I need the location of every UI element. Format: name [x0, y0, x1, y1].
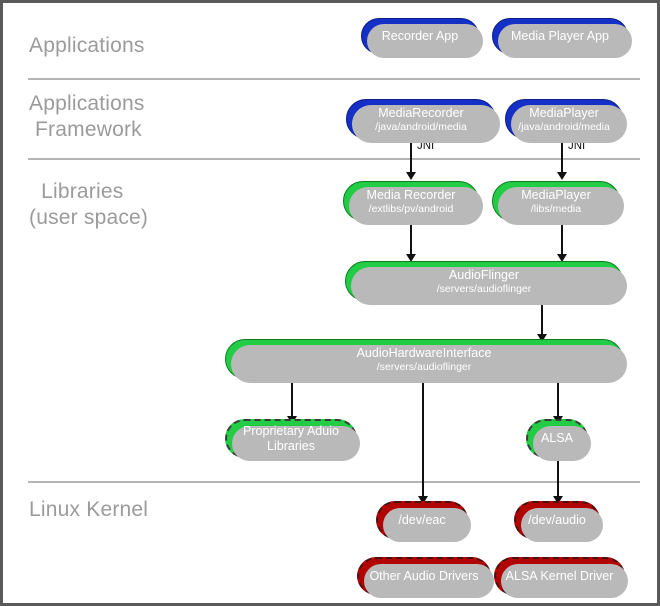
node-shadow: [383, 508, 471, 542]
node-subtitle: /servers/audioflinger: [376, 360, 472, 373]
node-mediarecorder-framework[interactable]: MediaRecorder /java/android/media: [346, 99, 500, 143]
layer-label-libraries: Libraries (user space): [29, 180, 149, 229]
edge-label-jni-left: JNI: [417, 140, 435, 152]
divider-linux-kernel: [28, 481, 640, 483]
node-alsa[interactable]: ALSA: [526, 419, 591, 461]
node-recorder-app[interactable]: Recorder App: [361, 18, 483, 58]
node-dev-eac[interactable]: /dev/eac: [376, 501, 471, 542]
arrowhead-audioflinger-to-ahi: [537, 334, 547, 342]
node-shadow: [231, 345, 627, 383]
node-shadow: [521, 508, 603, 542]
divider-applications: [28, 78, 640, 80]
node-shadow: [349, 187, 483, 225]
node-subtitle: /extlibs/pv/android: [368, 202, 454, 215]
node-title: AudioHardwareInterface: [356, 345, 492, 360]
arrowhead-ahi-to-dev-eac: [418, 496, 428, 504]
node-media-recorder-library[interactable]: Media Recorder /extlibs/pv/android: [343, 181, 483, 225]
node-shadow: [533, 426, 591, 461]
divider-applications-framework: [28, 158, 640, 160]
node-shadow: [511, 105, 627, 143]
node-proprietary-audio-libraries[interactable]: Proprietary Aduio Libraries: [225, 419, 360, 461]
diagram-canvas: Applications Applications Framework Libr…: [3, 3, 657, 603]
node-subtitle: /libs/media: [530, 202, 582, 215]
node-title: Recorder App: [381, 28, 459, 43]
edge-mediarecorderlib-to-audioflinger: [410, 221, 412, 259]
node-dev-audio[interactable]: /dev/audio: [514, 501, 603, 542]
node-title: Media Recorder: [366, 187, 456, 202]
node-title: AudioFlinger: [448, 267, 520, 282]
node-shadow: [364, 564, 494, 598]
node-mediaplayer-framework[interactable]: MediaPlayer /java/android/media: [505, 99, 627, 143]
node-shadow: [352, 105, 500, 143]
node-audiohardwareinterface[interactable]: AudioHardwareInterface /servers/audiofli…: [225, 339, 627, 383]
layer-label-applications-framework: Applications Framework: [29, 92, 145, 141]
node-shadow: [498, 187, 624, 225]
node-title: MediaRecorder: [378, 105, 464, 120]
node-subtitle: Libraries: [267, 438, 315, 453]
node-title: /dev/audio: [528, 512, 586, 527]
node-mediaplayer-library[interactable]: MediaPlayer /libs/media: [492, 181, 624, 225]
node-title: Proprietary Aduio: [243, 423, 339, 438]
edge-label-jni-right: JNI: [568, 140, 586, 152]
node-title: Media Player App: [511, 28, 609, 43]
node-subtitle: /servers/audioflinger: [436, 282, 532, 295]
edge-mediaplayerlib-to-audioflinger: [561, 221, 563, 259]
node-shadow: [232, 426, 360, 461]
node-subtitle: /java/android/media: [518, 120, 610, 133]
arrowhead-mediaplayer-to-lib: [557, 172, 567, 180]
edge-ahi-to-proprietary: [291, 379, 293, 421]
node-shadow: [367, 24, 483, 58]
arrowhead-mediarecorder-to-lib: [406, 172, 416, 180]
node-alsa-kernel-driver[interactable]: ALSA Kernel Driver: [494, 557, 628, 598]
edge-audioflinger-to-ahi: [541, 301, 543, 339]
node-title: MediaPlayer: [529, 105, 599, 120]
layer-label-linux-kernel: Linux Kernel: [29, 498, 149, 521]
node-title: ALSA: [541, 431, 573, 445]
arrowhead-alsa-to-dev-audio: [553, 496, 563, 504]
edge-alsa-to-dev-audio: [557, 458, 559, 501]
node-shadow: [498, 24, 632, 58]
edge-ahi-to-dev-eac: [422, 379, 424, 501]
arrowhead-mediarecorderlib-to-audioflinger: [406, 254, 416, 262]
node-shadow: [501, 564, 628, 598]
edge-ahi-to-alsa: [557, 379, 559, 421]
edge-mediaplayer-to-lib: [561, 139, 563, 177]
node-title: Other Audio Drivers: [369, 568, 479, 583]
node-other-audio-drivers[interactable]: Other Audio Drivers: [357, 557, 494, 598]
arrowhead-mediaplayerlib-to-audioflinger: [557, 254, 567, 262]
node-media-player-app[interactable]: Media Player App: [492, 18, 632, 58]
edge-mediarecorder-to-lib: [410, 139, 412, 177]
node-shadow: [351, 267, 627, 305]
node-title: ALSA Kernel Driver: [505, 568, 614, 583]
node-title: MediaPlayer: [521, 187, 591, 202]
node-audioflinger[interactable]: AudioFlinger /servers/audioflinger: [345, 261, 627, 305]
node-subtitle: /java/android/media: [375, 120, 467, 133]
node-title: /dev/eac: [398, 512, 446, 527]
layer-label-applications: Applications: [29, 34, 145, 57]
